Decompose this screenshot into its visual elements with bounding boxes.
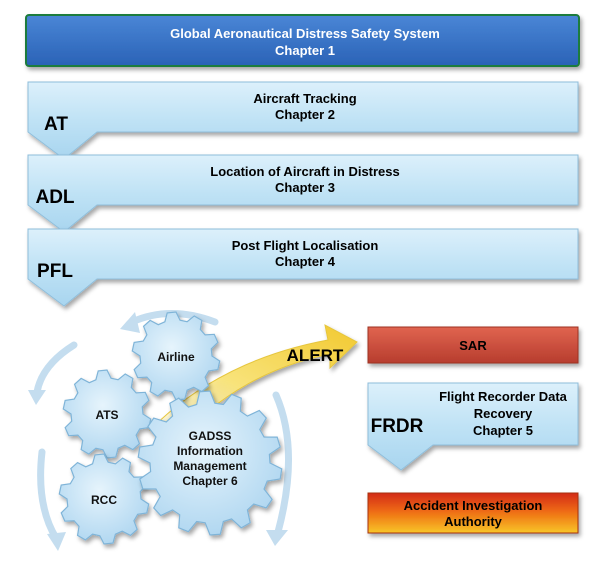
cycle-arrows xyxy=(33,310,292,542)
gear-gadss-shape xyxy=(137,390,283,536)
section-pfl: PFL Post Flight Localisation Chapter 4 xyxy=(27,228,579,307)
sar-box-shape xyxy=(367,326,579,364)
accident-line-1: Accident Investigation xyxy=(404,498,543,513)
header-chapter: Chapter 1 xyxy=(275,43,335,58)
cycle-arrow-left-upper xyxy=(33,341,78,396)
section-adl-title: Location of Aircraft in Distress xyxy=(210,164,400,179)
section-at-chapter: Chapter 2 xyxy=(275,107,335,122)
gear-ats-label: ATS xyxy=(95,408,118,422)
gear-ats-shape xyxy=(62,369,152,459)
arrowhead-left-lower xyxy=(47,532,66,551)
frdr-line-1: Flight Recorder Data xyxy=(439,389,568,404)
arrowhead-top xyxy=(120,312,140,333)
sar-label: SAR xyxy=(459,338,487,353)
arrowhead-left-upper xyxy=(28,390,46,405)
gear-airline-label: Airline xyxy=(157,350,195,364)
header-box xyxy=(25,14,580,67)
section-at: AT Aircraft Tracking Chapter 2 xyxy=(27,81,579,160)
gear-rcc-shape xyxy=(58,453,150,545)
section-adl-abbr: ADL xyxy=(35,187,74,208)
arrowhead-right xyxy=(266,530,288,546)
frdr-abbr: FRDR xyxy=(371,416,424,437)
sar-box: SAR xyxy=(367,326,579,364)
frdr-chevron xyxy=(367,382,579,471)
gear-gadss: GADSS Information Management Chapter 6 xyxy=(137,390,283,536)
cycle-arrowheads xyxy=(28,312,288,551)
section-at-chevron xyxy=(27,81,579,160)
gear-gadss-line-1: GADSS xyxy=(189,429,232,443)
accident-line-2: Authority xyxy=(444,514,503,529)
cycle-arrow-right xyxy=(272,391,292,536)
gear-airline-shape xyxy=(131,311,221,401)
section-adl: ADL Location of Aircraft in Distress Cha… xyxy=(27,154,579,233)
section-pfl-title: Post Flight Localisation xyxy=(232,238,379,253)
frdr-section: FRDR Flight Recorder Data Recovery Chapt… xyxy=(367,382,579,471)
alert-label: ALERT xyxy=(287,346,344,365)
frdr-line-2: Recovery xyxy=(474,406,533,421)
section-pfl-abbr: PFL xyxy=(37,261,73,282)
section-adl-chevron xyxy=(27,154,579,233)
gear-rcc-label: RCC xyxy=(91,493,117,507)
gear-airline: Airline xyxy=(131,311,221,401)
frdr-line-3: Chapter 5 xyxy=(473,423,533,438)
section-adl-chapter: Chapter 3 xyxy=(275,180,335,195)
gear-ats: ATS xyxy=(62,369,152,459)
section-pfl-chevron xyxy=(27,228,579,307)
gear-gadss-line-4: Chapter 6 xyxy=(182,474,238,488)
gear-gadss-line-3: Management xyxy=(173,459,246,473)
section-at-title: Aircraft Tracking xyxy=(253,91,356,106)
section-at-abbr: AT xyxy=(44,114,68,135)
gear-rcc: RCC xyxy=(58,453,150,545)
accident-box: Accident Investigation Authority xyxy=(367,492,579,534)
cycle-arrow-left-lower xyxy=(37,448,60,542)
header-title: Global Aeronautical Distress Safety Syst… xyxy=(170,26,440,41)
gear-gadss-line-2: Information xyxy=(177,444,243,458)
accident-box-shape xyxy=(367,492,579,534)
section-pfl-chapter: Chapter 4 xyxy=(275,254,336,269)
